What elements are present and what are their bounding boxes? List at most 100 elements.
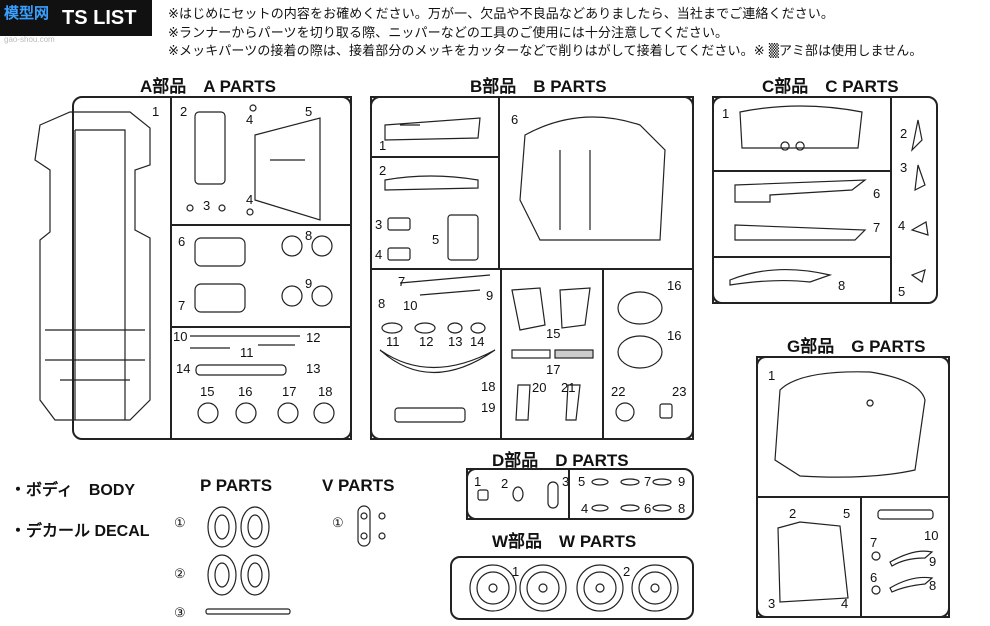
section-title-w: W部品 W PARTS [492,532,637,551]
part-number: 17 [282,384,297,399]
part-number: 1 [152,104,160,119]
part-number: 6 [644,501,652,516]
part-number: 1 [722,106,730,121]
part-number: 22 [611,384,626,399]
part-number: 2 [180,104,188,119]
d-cell [466,468,570,520]
part-number: 4 [246,192,254,207]
part-number: 6 [870,570,878,585]
part-number: 7 [178,298,186,313]
part-number: 5 [432,232,440,247]
part-number: 2 [789,506,797,521]
part-number: 10 [173,329,188,344]
part-number: ① [332,515,344,530]
part-number: 7 [873,220,881,235]
part-number: 19 [481,400,496,415]
part-number: 8 [838,278,846,293]
part-number: 5 [898,284,906,299]
legend-decal: ・デカール DECAL [10,523,150,540]
part-number: 8 [929,578,937,593]
part-number: 5 [305,104,313,119]
part-number: 4 [246,112,254,127]
part-number: 10 [403,298,418,313]
part-number: 8 [378,296,386,311]
part-number: 7 [398,274,406,289]
part-number: 8 [678,501,686,516]
part-number: 8 [305,228,313,243]
watermark-url: gao-shou.com [4,35,55,44]
part-number: 5 [578,474,586,489]
section-title-v: V PARTS [322,476,395,495]
note-line: ※ランナーからパーツを切り取る際、ニッパーなどの工具のご使用には十分注意してくだ… [168,25,729,41]
section-title-d: D部品 D PARTS [492,451,629,470]
part-number: 2 [623,564,631,579]
b-cell [602,268,694,440]
part-number: 9 [305,276,313,291]
section-title-a: A部品 A PARTS [140,77,276,96]
banner-title: TS LIST [62,7,137,29]
part-number: 3 [562,474,570,489]
part-number: ② [174,566,186,581]
part-number: 4 [581,501,589,516]
c-cell [712,256,892,304]
part-number: 7 [870,535,878,550]
part-number: 14 [176,361,191,376]
part-number: ③ [174,605,186,620]
watermark-logo: 模型网 [4,5,50,22]
part-number: 1 [512,564,520,579]
note-line: ※はじめにセットの内容をお確めください。万が一、欠品や不良品などありましたら、当… [168,7,834,22]
part-number: 13 [306,361,321,376]
a-cell-bot [170,326,352,440]
legend-body: ・ボディ BODY [10,482,136,499]
part-number: 4 [898,218,906,233]
part-number: 18 [481,379,496,394]
part-number: 4 [375,247,383,262]
part-number: 3 [375,217,383,232]
parts-list-banner: 模型网 TS LIST gao-shou.com [0,0,152,44]
part-number: 6 [873,186,881,201]
part-number: 3 [900,160,908,175]
part-number: 6 [511,112,519,127]
part-number: 23 [672,384,687,399]
section-title-p: P PARTS [200,476,273,495]
parts-frame-w [450,556,694,620]
part-number: 9 [678,474,686,489]
part-number: 14 [470,334,485,349]
part-number: 12 [306,330,321,345]
part-number: 20 [532,380,547,395]
part-number: 1 [768,368,776,383]
part-number: 12 [419,334,434,349]
part-number: 9 [929,554,937,569]
part-number: 2 [379,163,387,178]
part-number: 16 [667,278,682,293]
part-number: 9 [486,288,494,303]
part-number: 7 [644,474,652,489]
part-number: 1 [474,474,482,489]
section-title-b: B部品 B PARTS [470,77,607,96]
part-number: 4 [841,596,849,611]
part-number: 5 [843,506,851,521]
part-number: 11 [240,345,254,360]
part-number: 2 [501,476,509,491]
part-number: 3 [768,596,776,611]
instruction-notes: ※はじめにセットの内容をお確めください。万が一、欠品や不良品などありましたら、当… [168,6,922,62]
part-number: ① [174,515,186,530]
part-number: 21 [561,380,576,395]
part-number: 3 [203,198,211,213]
part-number: 16 [238,384,253,399]
part-number: 15 [546,326,561,341]
part-number: 17 [546,362,561,377]
part-number: 11 [386,334,400,349]
g-cell [860,496,950,618]
part-number: 15 [200,384,215,399]
part-number: 6 [178,234,186,249]
part-number: 2 [900,126,908,141]
part-number: 1 [379,138,387,153]
